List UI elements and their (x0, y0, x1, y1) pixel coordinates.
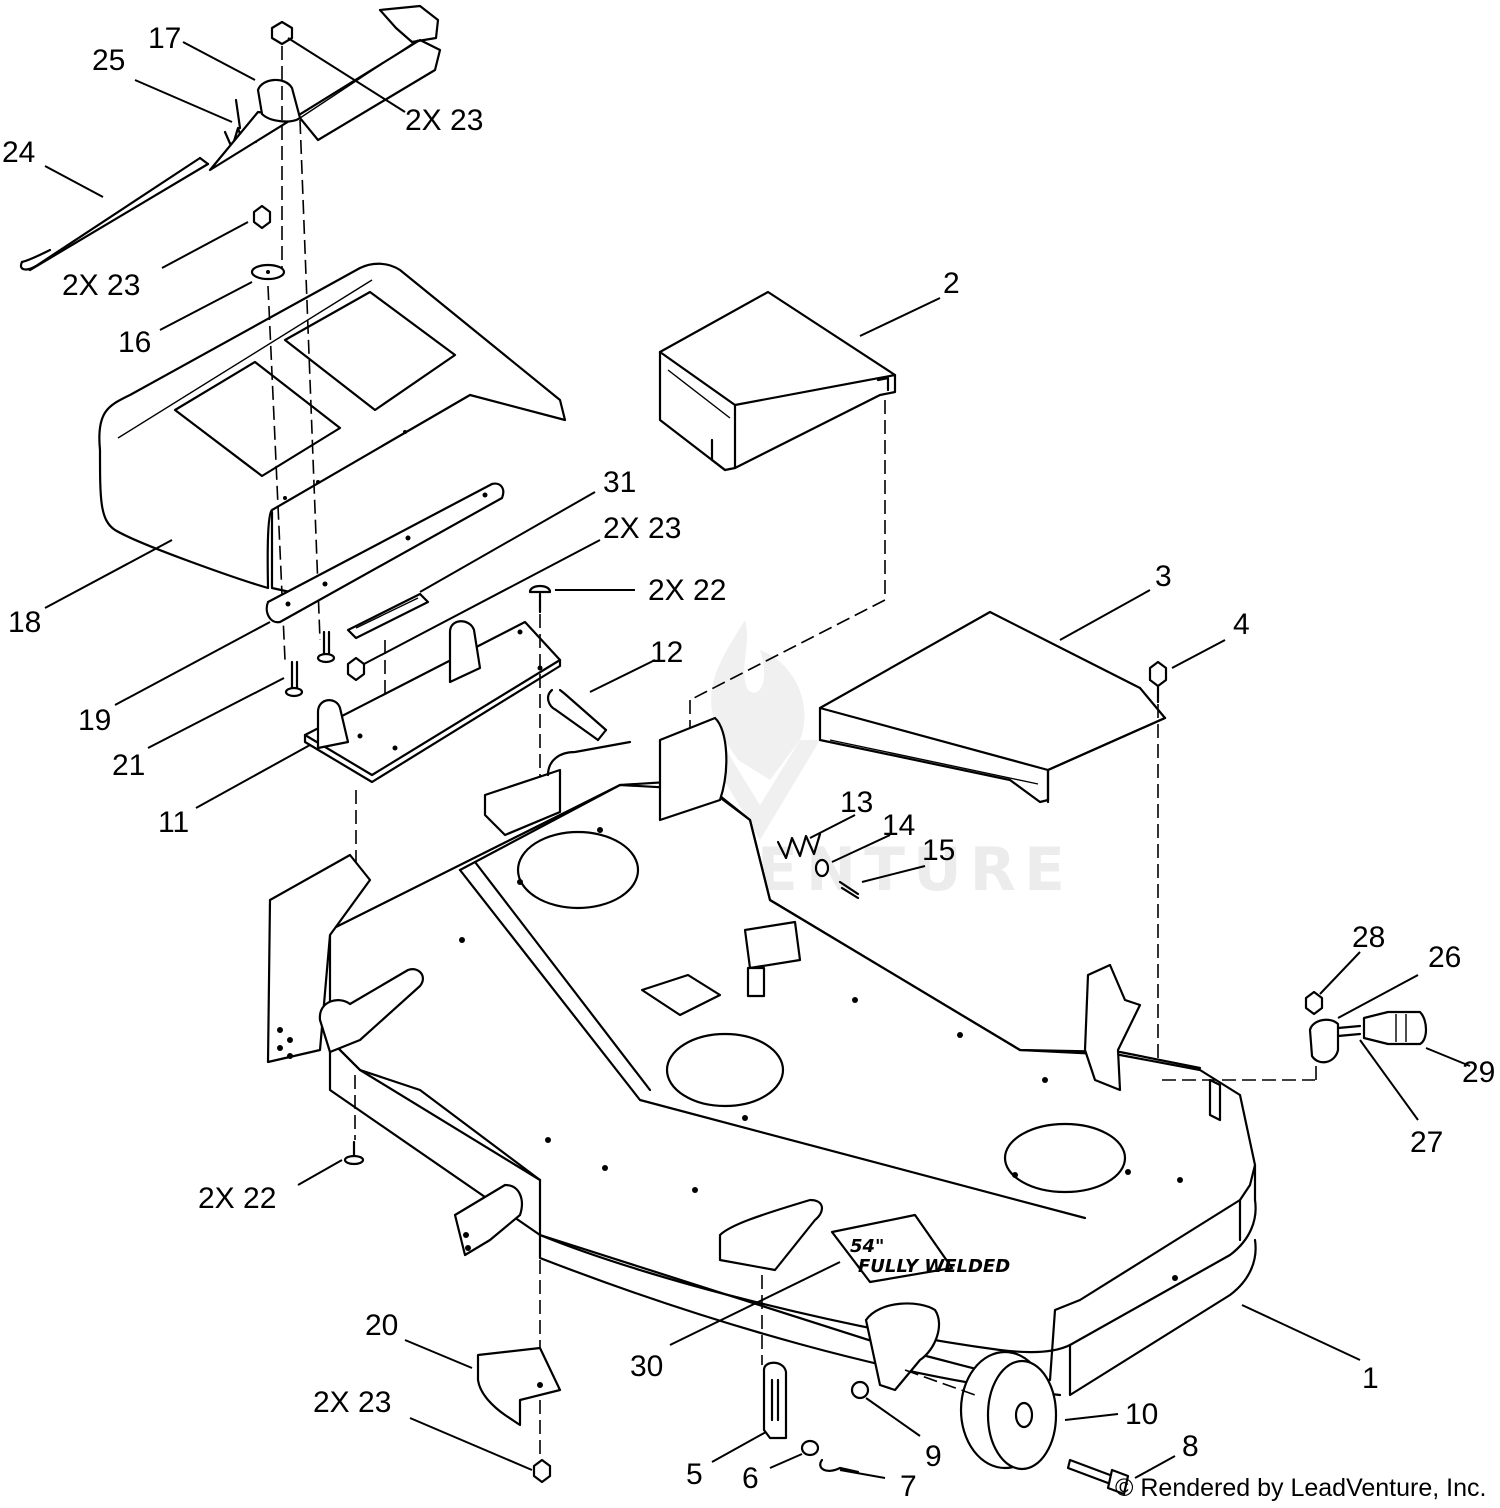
part-24-rod (19, 156, 210, 272)
callout-3: 3 (1155, 560, 1172, 593)
part-1-mower-deck: 54" FULLY WELDED (266, 716, 1257, 1397)
part-16-washer (250, 263, 286, 281)
part-23-nut-plate (346, 656, 366, 682)
part-31-decal (346, 592, 430, 640)
callout-23-top: 2X 23 (405, 104, 483, 137)
callout-7: 7 (900, 1470, 917, 1503)
part-7-clip (819, 1458, 860, 1474)
callout-6: 6 (742, 1462, 759, 1495)
callout-12: 12 (650, 636, 683, 669)
part-15-cotter (838, 880, 860, 900)
part-23-nut-cover (252, 204, 272, 230)
part-10-wheel (959, 1350, 1058, 1471)
part-11-mount-plate (303, 620, 562, 784)
callout-27: 27 (1410, 1126, 1443, 1159)
callout-4: 4 (1233, 608, 1250, 641)
callout-2: 2 (943, 267, 960, 300)
callout-8: 8 (1182, 1430, 1199, 1463)
part-18-belt-cover (98, 262, 567, 594)
watermark-logo (700, 620, 820, 840)
part-12-pin (546, 688, 608, 742)
part-23-nut-bottom (532, 1458, 552, 1484)
callout-30: 30 (630, 1350, 663, 1383)
part-21-bolts (284, 630, 336, 698)
callout-25: 25 (92, 44, 125, 77)
callout-16: 16 (118, 326, 151, 359)
callout-22-top: 2X 22 (648, 574, 726, 607)
part-3-spindle-cover (818, 610, 1167, 804)
callout-24: 24 (2, 136, 35, 169)
callout-5: 5 (686, 1458, 703, 1491)
decal-size: 54" (850, 1236, 884, 1257)
part-17-bracket (208, 4, 442, 172)
part-27-hose (1336, 1024, 1362, 1038)
part-8-axle-bolt (1066, 1458, 1130, 1496)
callout-18: 18 (8, 606, 41, 639)
part-29-fitting (1362, 1010, 1428, 1046)
callout-labels: 17 25 24 2X 23 2X 23 16 18 31 2X 23 2X 2… (2, 22, 1495, 1503)
part-28-nut (1304, 990, 1324, 1016)
part-26-elbow (1308, 1018, 1340, 1064)
part-23-nut-top (270, 20, 294, 46)
callout-26: 26 (1428, 941, 1461, 974)
part-9-nut (850, 1380, 870, 1400)
alignment-line (299, 119, 321, 641)
decal-text: FULLY WELDED (858, 1256, 1010, 1277)
callout-20: 20 (365, 1309, 398, 1342)
callout-23-cover: 2X 23 (62, 269, 140, 302)
part-6-washer (800, 1439, 820, 1457)
callout-15: 15 (922, 834, 955, 867)
callout-1: 1 (1362, 1362, 1379, 1395)
part-5-height-bracket (762, 1361, 788, 1440)
alignment-line (904, 1369, 976, 1396)
part-20-bracket (476, 1346, 562, 1427)
leader-lines (44, 37, 1471, 1479)
callout-14: 14 (882, 809, 915, 842)
part-22-bolt-top (528, 584, 552, 614)
callout-19: 19 (78, 704, 111, 737)
callout-23-plate: 2X 23 (603, 512, 681, 545)
credit-text: © Rendered by LeadVenture, Inc. (1115, 1474, 1486, 1502)
callout-9: 9 (925, 1440, 942, 1473)
callout-22-bottom: 2X 22 (198, 1182, 276, 1215)
alignment-line (689, 599, 886, 701)
callout-11: 11 (158, 806, 189, 839)
part-22-bolt-bottom (343, 1140, 365, 1166)
callout-28: 28 (1352, 921, 1385, 954)
callout-29: 29 (1462, 1056, 1495, 1089)
callout-13: 13 (840, 786, 873, 819)
part-4-bolt (1148, 660, 1168, 704)
part-2-idler-cover (658, 290, 897, 472)
callout-10: 10 (1125, 1398, 1158, 1431)
part-13-spring (776, 832, 822, 860)
part-14-washer (814, 858, 830, 878)
callout-23-bottom: 2X 23 (313, 1386, 391, 1419)
part-19-strap (265, 482, 505, 624)
callout-21: 21 (112, 749, 145, 782)
callout-31: 31 (603, 466, 636, 499)
callout-17: 17 (148, 22, 181, 55)
